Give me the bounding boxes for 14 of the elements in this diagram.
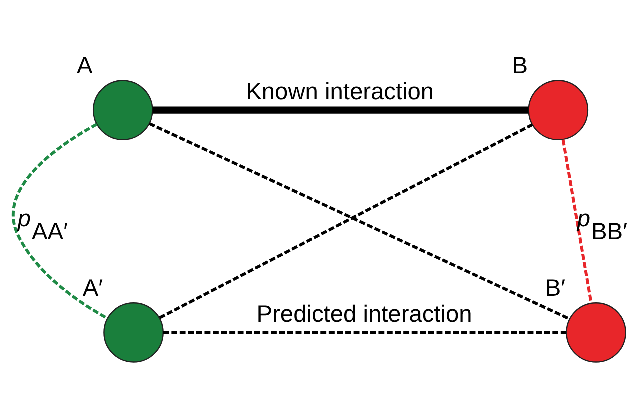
node-label: A′ [82, 276, 104, 302]
node-label: B′ [545, 276, 566, 302]
connector [163, 331, 567, 334]
node-label: B [512, 54, 528, 80]
edge-label: Predicted interaction [256, 302, 472, 328]
node-circle [104, 302, 164, 363]
node-label: A [76, 54, 93, 80]
edge-label: Known interaction [246, 80, 434, 106]
connector [12, 123, 108, 320]
node-circle [92, 80, 154, 140]
node-circle [528, 80, 589, 140]
connector [562, 140, 593, 304]
node-circle [566, 302, 626, 363]
connector [152, 106, 529, 114]
